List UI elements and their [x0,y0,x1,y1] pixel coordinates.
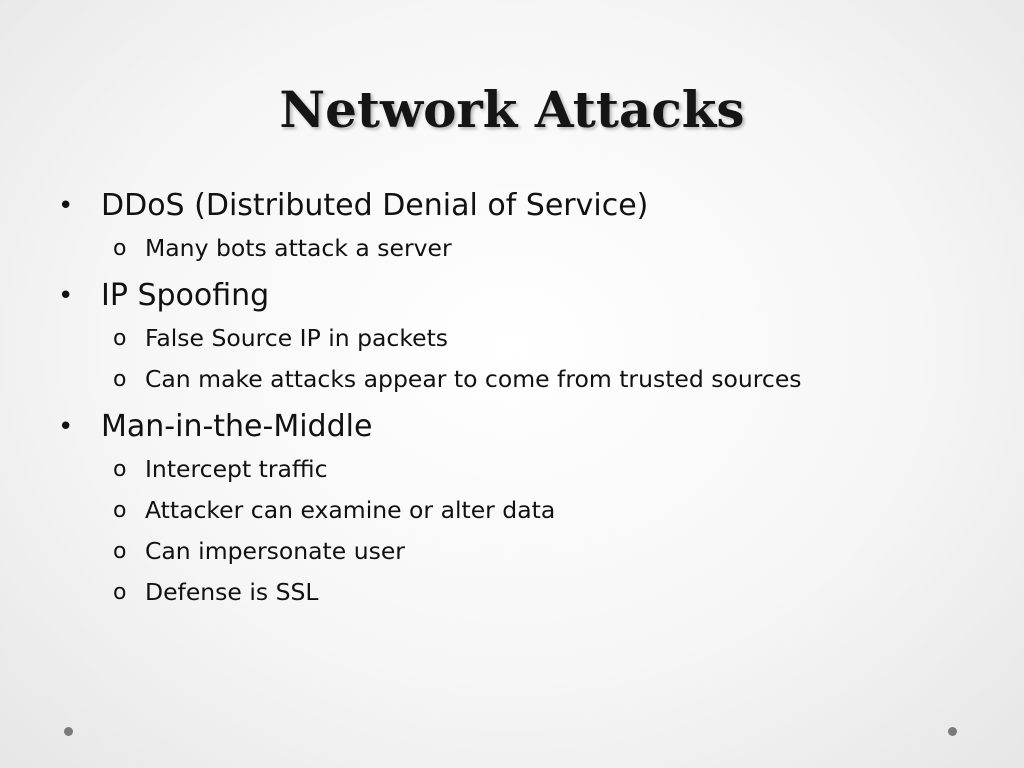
sub-bullet-marker: o [113,367,127,392]
sub-bullet-marker: o [113,539,127,564]
decorative-dot-left [64,727,73,736]
sub-bullet-item: o Intercept traffic [58,449,998,490]
bullet-text: Man-in-the-Middle [101,409,373,444]
sub-bullet-item: o Defense is SSL [58,572,998,613]
sub-bullet-item: o Attacker can examine or alter data [58,490,998,531]
sub-bullet-marker: o [113,498,127,523]
bullet-item: • IP Spoofing [58,274,998,318]
bullet-item: • Man-in-the-Middle [58,405,998,449]
sub-bullet-marker: o [113,236,127,261]
sub-bullet-text: False Source IP in packets [145,324,449,352]
sub-bullet-text: Can make attacks appear to come from tru… [145,365,802,393]
sub-bullet-item: o Can impersonate user [58,531,998,572]
bullet-list: • DDoS (Distributed Denial of Service) o… [58,184,998,613]
slide-title: Network Attacks [279,80,745,139]
sub-bullet-text: Defense is SSL [145,578,319,606]
sub-bullet-item: o False Source IP in packets [58,318,998,359]
sub-bullet-text: Many bots attack a server [145,234,452,262]
sub-bullet-text: Intercept traffic [145,455,328,483]
sub-bullet-marker: o [113,580,127,605]
sub-bullet-text: Attacker can examine or alter data [145,496,556,524]
bullet-marker: • [58,281,74,311]
sub-bullet-item: o Many bots attack a server [58,228,998,269]
sub-bullet-item: o Can make attacks appear to come from t… [58,359,998,400]
bullet-text: IP Spoofing [101,278,270,313]
sub-bullet-marker: o [113,326,127,351]
sub-bullet-text: Can impersonate user [145,537,405,565]
bullet-text: DDoS (Distributed Denial of Service) [101,188,649,223]
bullet-marker: • [58,412,74,442]
decorative-dot-right [948,727,957,736]
sub-bullet-marker: o [113,457,127,482]
bullet-item: • DDoS (Distributed Denial of Service) [58,184,998,228]
bullet-marker: • [58,191,74,221]
